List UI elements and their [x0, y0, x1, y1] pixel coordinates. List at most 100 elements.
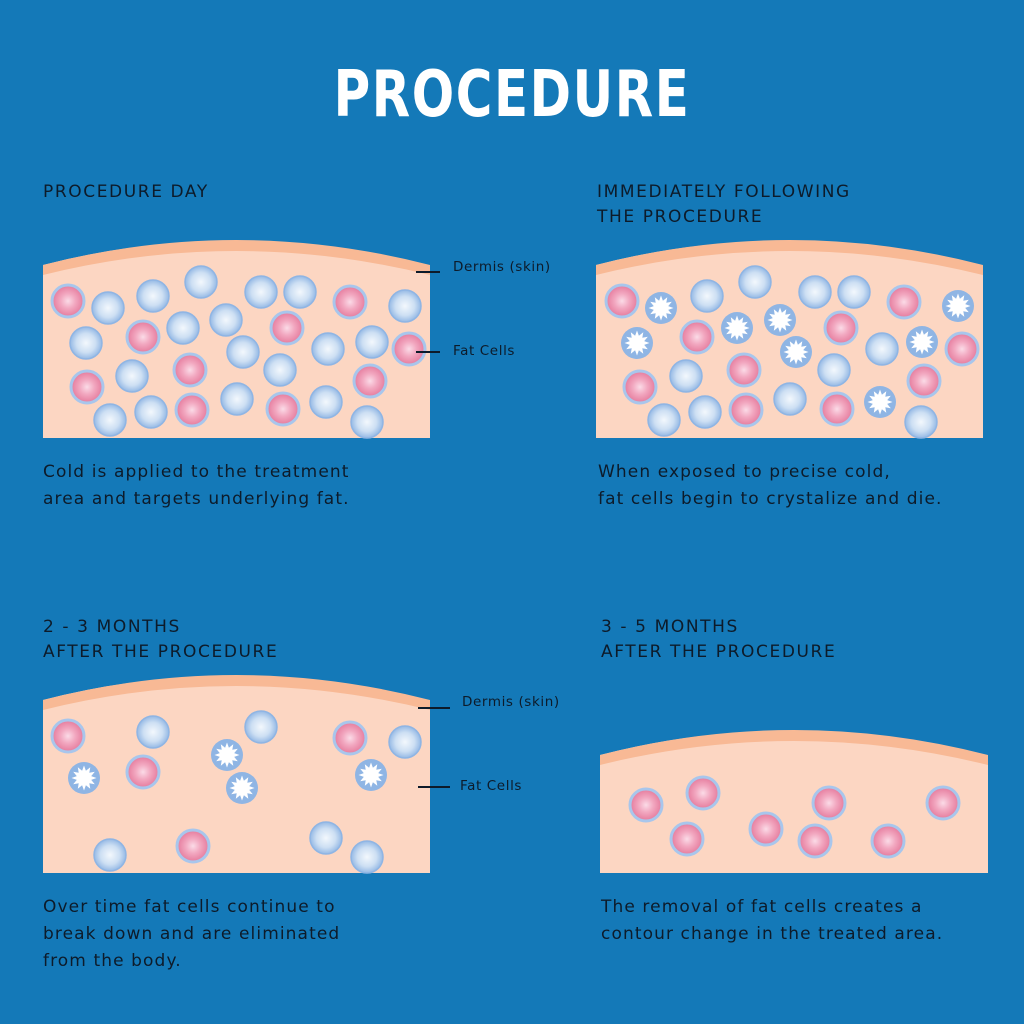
cold-fat-cell [904, 405, 938, 439]
panel-caption-2-3-months: Over time fat cells continue to break do… [43, 897, 341, 971]
cold-fat-cell [263, 353, 297, 387]
ice-crystal-icon [945, 293, 971, 319]
ice-crystal-icon [724, 315, 750, 341]
cold-fat-cell [93, 403, 127, 437]
cold-fat-cell [837, 275, 871, 309]
cold-fat-cell [773, 382, 807, 416]
panel-caption-immediately-following: When exposed to precise cold, fat cells … [598, 462, 943, 509]
healthy-fat-cell [269, 310, 305, 346]
dermis-layer [596, 240, 983, 275]
healthy-fat-cell [125, 754, 161, 790]
healthy-fat-cell [819, 391, 855, 427]
healthy-fat-cell [622, 369, 658, 405]
cold-fat-cell [350, 840, 384, 874]
cold-fat-cell [865, 332, 899, 366]
healthy-fat-cell [332, 284, 368, 320]
panel-heading-2-3-months: 2 - 3 MONTHS AFTER THE PROCEDURE [43, 617, 279, 662]
cold-fat-cell [226, 335, 260, 369]
cold-fat-cell [136, 715, 170, 749]
cold-fat-cell [388, 289, 422, 323]
ice-crystal-icon [229, 775, 255, 801]
cold-fat-cell [115, 359, 149, 393]
healthy-fat-cell [174, 392, 210, 428]
cold-fat-cell [311, 332, 345, 366]
healthy-fat-cell [50, 283, 86, 319]
fat-cells-label: Fat Cells [460, 778, 523, 794]
healthy-fat-cell [797, 823, 833, 859]
cold-fat-cell [69, 326, 103, 360]
fat-cells [604, 265, 980, 439]
cold-fat-cell [220, 382, 254, 416]
healthy-fat-cell [172, 352, 208, 388]
cold-fat-cell [817, 353, 851, 387]
cold-fat-cell [388, 725, 422, 759]
dermis-label: Dermis (skin) [453, 259, 551, 275]
ice-crystal-icon [624, 330, 650, 356]
ice-crystal-icon [214, 742, 240, 768]
healthy-fat-cell [886, 284, 922, 320]
ice-crystal-icon [909, 329, 935, 355]
cold-fat-cell [647, 403, 681, 437]
panel-caption-procedure-day: Cold is applied to the treatment area an… [43, 462, 350, 509]
healthy-fat-cell [906, 363, 942, 399]
cold-fat-cell [688, 395, 722, 429]
healthy-fat-cell [823, 310, 859, 346]
cold-fat-cell [244, 275, 278, 309]
healthy-fat-cell [944, 331, 980, 367]
healthy-fat-cell [265, 391, 301, 427]
healthy-fat-cell [748, 811, 784, 847]
healthy-fat-cell [925, 785, 961, 821]
panel-heading-procedure-day: PROCEDURE DAY [43, 182, 209, 202]
healthy-fat-cell [175, 828, 211, 864]
cold-fat-cell [355, 325, 389, 359]
healthy-fat-cell [69, 369, 105, 405]
fat-cells [50, 265, 427, 439]
dermis-layer [43, 240, 430, 275]
dermis-label: Dermis (skin) [462, 694, 560, 710]
cold-fat-cell [184, 265, 218, 299]
fat-cells-label: Fat Cells [453, 343, 516, 359]
tissue-panel-2-3-months [43, 675, 450, 874]
cold-fat-cell [350, 405, 384, 439]
page-title: PROCEDURE [333, 58, 691, 132]
cold-fat-cell [136, 279, 170, 313]
tissue-panel-3-5-months [600, 730, 988, 873]
healthy-fat-cell [352, 363, 388, 399]
healthy-fat-cell [811, 785, 847, 821]
cold-fat-cell [309, 821, 343, 855]
tissue-panel-immediately-following [596, 240, 983, 439]
healthy-fat-cell [50, 718, 86, 754]
dermis-layer [600, 730, 988, 765]
panel-heading-immediately-following: IMMEDIATELY FOLLOWING THE PROCEDURE [597, 182, 851, 227]
healthy-fat-cell [669, 821, 705, 857]
healthy-fat-cell [332, 720, 368, 756]
dermis-layer [43, 675, 430, 710]
ice-crystal-icon [648, 295, 674, 321]
cold-fat-cell [244, 710, 278, 744]
healthy-fat-cell [391, 331, 427, 367]
healthy-fat-cell [628, 787, 664, 823]
healthy-fat-cell [679, 319, 715, 355]
cold-fat-cell [309, 385, 343, 419]
ice-crystal-icon [358, 762, 384, 788]
ice-crystal-icon [767, 307, 793, 333]
ice-crystal-icon [71, 765, 97, 791]
healthy-fat-cell [685, 775, 721, 811]
cold-fat-cell [738, 265, 772, 299]
healthy-fat-cell [604, 283, 640, 319]
ice-crystal-icon [867, 389, 893, 415]
cold-fat-cell [166, 311, 200, 345]
panel-heading-3-5-months: 3 - 5 MONTHS AFTER THE PROCEDURE [601, 617, 837, 662]
ice-crystal-icon [783, 339, 809, 365]
cold-fat-cell [283, 275, 317, 309]
healthy-fat-cell [726, 352, 762, 388]
tissue-panel-procedure-day [43, 240, 440, 439]
panel-caption-3-5-months: The removal of fat cells creates a conto… [601, 897, 944, 944]
fat-cells [50, 710, 422, 874]
healthy-fat-cell [728, 392, 764, 428]
cold-fat-cell [798, 275, 832, 309]
healthy-fat-cell [125, 319, 161, 355]
cold-fat-cell [669, 359, 703, 393]
cold-fat-cell [134, 395, 168, 429]
cold-fat-cell [690, 279, 724, 313]
